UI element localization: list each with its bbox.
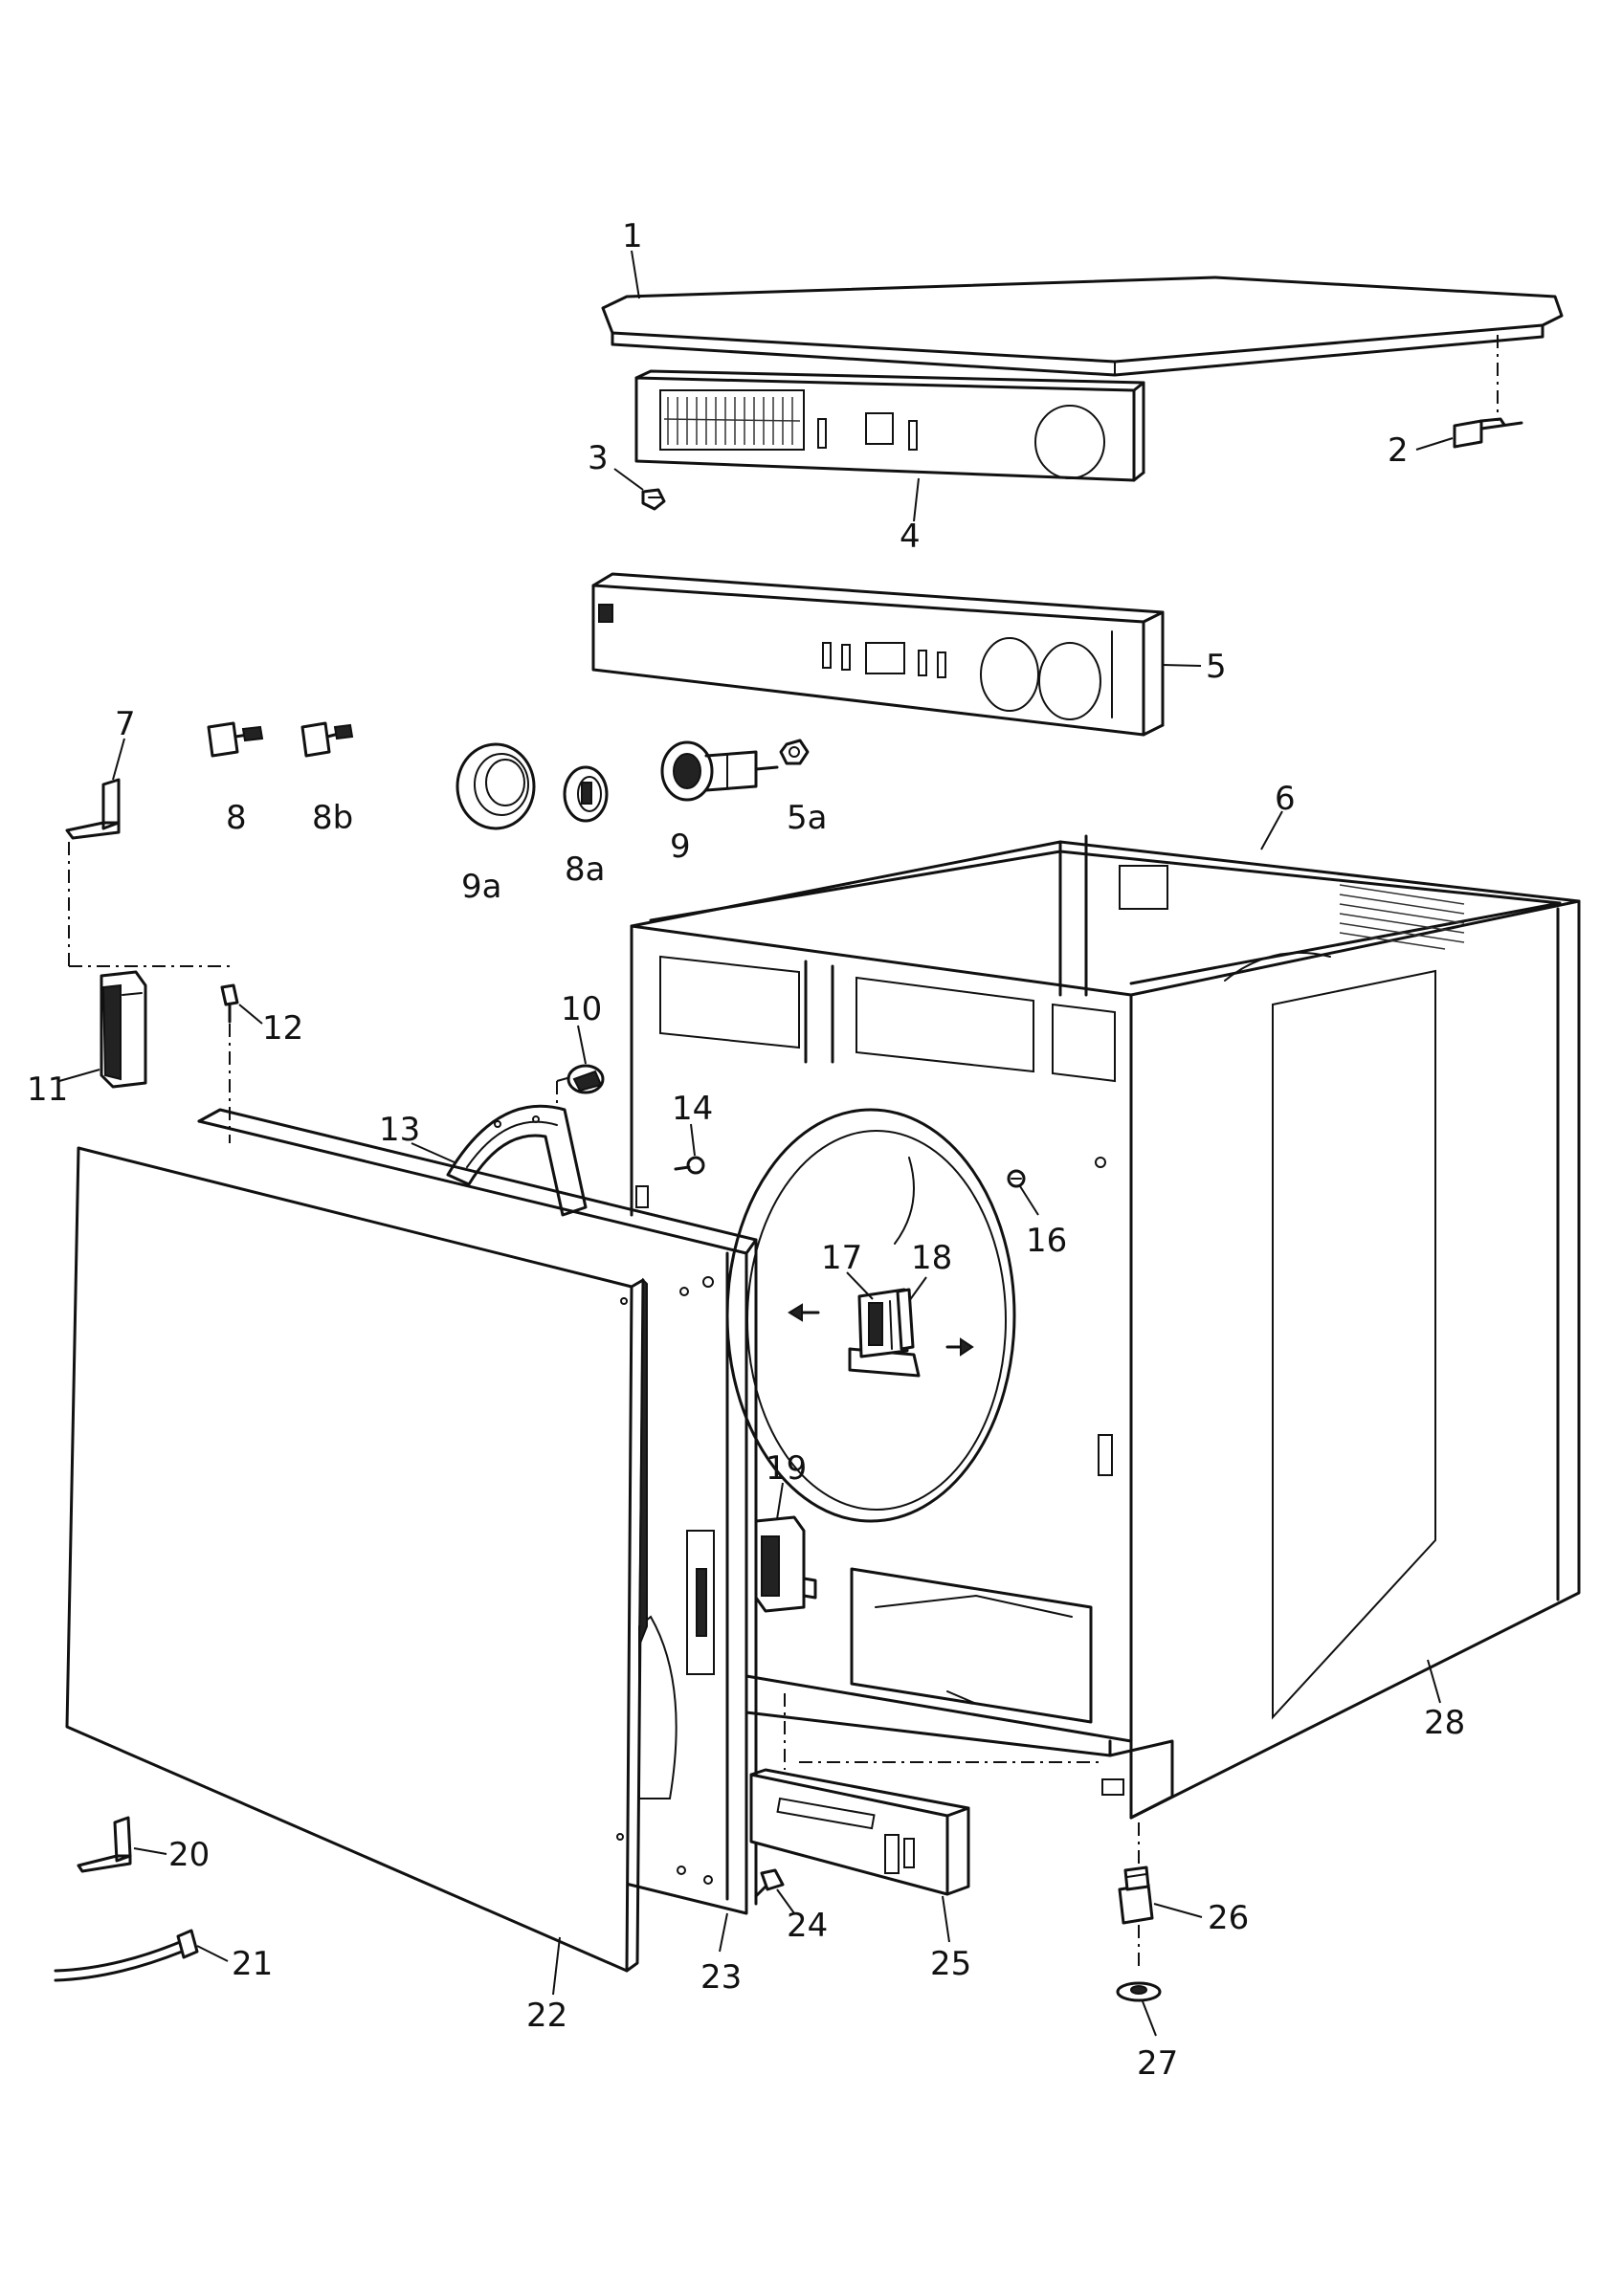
part-plinth — [749, 1761, 1100, 1896]
part-door-panel — [65, 1146, 648, 1973]
part-hose — [54, 1929, 199, 1982]
leader-26 — [1153, 1903, 1203, 1918]
leader-22 — [552, 1936, 561, 1996]
label-part-3: 3 — [588, 439, 609, 477]
label-part-4: 4 — [900, 518, 921, 556]
leader-19 — [776, 1482, 784, 1520]
label-part-12: 12 — [262, 1009, 303, 1048]
label-part-27: 27 — [1137, 2044, 1178, 2083]
leader-20 — [133, 1847, 167, 1855]
label-part-16: 16 — [1026, 1222, 1067, 1260]
leader-10 — [577, 1025, 587, 1065]
part-bracket — [1453, 335, 1523, 449]
leader-2 — [1415, 437, 1454, 451]
part-adjustable-foot — [1118, 1822, 1154, 1971]
label-part-21: 21 — [232, 1945, 273, 1983]
label-part-6: 6 — [1275, 780, 1296, 818]
leader-6 — [1260, 810, 1283, 850]
label-part-13: 13 — [379, 1111, 420, 1149]
part-door-lock — [754, 1515, 817, 1613]
part-control-panel — [591, 572, 1165, 737]
leader-5 — [1162, 664, 1202, 667]
label-part-8: 8 — [226, 799, 247, 837]
part-timer-knob — [660, 740, 779, 802]
part-door-catch — [100, 970, 147, 1089]
part-hinge-pin-bracket — [65, 778, 230, 967]
label-part-14: 14 — [672, 1090, 713, 1128]
label-part-5a: 5a — [787, 799, 827, 837]
part-cabinet-frame — [630, 834, 1581, 1820]
part-hinge-pin — [220, 983, 239, 1143]
part-knob-8b — [300, 721, 354, 758]
label-part-9a: 9a — [461, 868, 501, 906]
label-part-20: 20 — [168, 1836, 210, 1874]
leader-28 — [1427, 1659, 1441, 1704]
part-knob-insert — [563, 765, 609, 823]
label-part-5: 5 — [1206, 648, 1227, 686]
label-part-28: 28 — [1424, 1704, 1465, 1742]
label-part-7: 7 — [115, 705, 136, 743]
part-top-cover — [601, 276, 1564, 377]
label-part-17: 17 — [821, 1239, 862, 1277]
leader-11 — [58, 1069, 100, 1082]
label-part-1: 1 — [622, 217, 643, 255]
part-number-labels: 1 2 3 4 5 5a 6 7 8 8b 8a 9 9a 10 11 12 1… — [27, 217, 1465, 2083]
leader-27 — [1142, 2000, 1157, 2037]
leader-1 — [631, 250, 640, 299]
part-control-panel-fascia — [634, 369, 1145, 482]
leader-17 — [846, 1271, 874, 1300]
label-part-25: 25 — [930, 1945, 971, 1983]
label-part-10: 10 — [561, 990, 602, 1028]
leader-12 — [238, 1004, 263, 1025]
label-part-8a: 8a — [565, 850, 605, 889]
part-clip — [754, 1868, 785, 1898]
leader-14 — [690, 1123, 696, 1157]
part-lamp — [896, 1288, 915, 1351]
part-screw-14 — [674, 1156, 705, 1175]
label-part-2: 2 — [1388, 431, 1409, 470]
leader-24 — [776, 1888, 795, 1914]
label-part-18: 18 — [911, 1239, 952, 1277]
part-hinge-bracket — [77, 1816, 132, 1873]
leader-3 — [613, 468, 644, 491]
part-knob-ring — [455, 742, 536, 830]
part-foot-washer — [1116, 1981, 1162, 2002]
leader-7 — [112, 738, 125, 781]
part-plug — [1007, 1169, 1026, 1188]
part-lamp-holder — [848, 1288, 921, 1378]
label-part-11: 11 — [27, 1071, 68, 1109]
part-gasket-segment — [446, 1104, 588, 1217]
label-part-19: 19 — [766, 1449, 807, 1488]
label-part-24: 24 — [787, 1907, 828, 1945]
part-screw-3 — [641, 488, 666, 511]
label-part-8b: 8b — [312, 799, 353, 837]
leader-23 — [719, 1912, 728, 1953]
label-part-26: 26 — [1208, 1899, 1249, 1937]
leader-4 — [913, 477, 920, 522]
part-knob-8 — [207, 721, 264, 758]
part-nut — [779, 739, 810, 765]
leader-21 — [196, 1945, 229, 1962]
label-part-22: 22 — [526, 1997, 567, 2035]
leader-25 — [942, 1895, 950, 1943]
label-part-9: 9 — [670, 828, 691, 866]
leader-18 — [908, 1276, 927, 1302]
label-part-23: 23 — [700, 1958, 742, 1997]
leader-16 — [1019, 1185, 1039, 1216]
leader-13 — [411, 1142, 455, 1163]
